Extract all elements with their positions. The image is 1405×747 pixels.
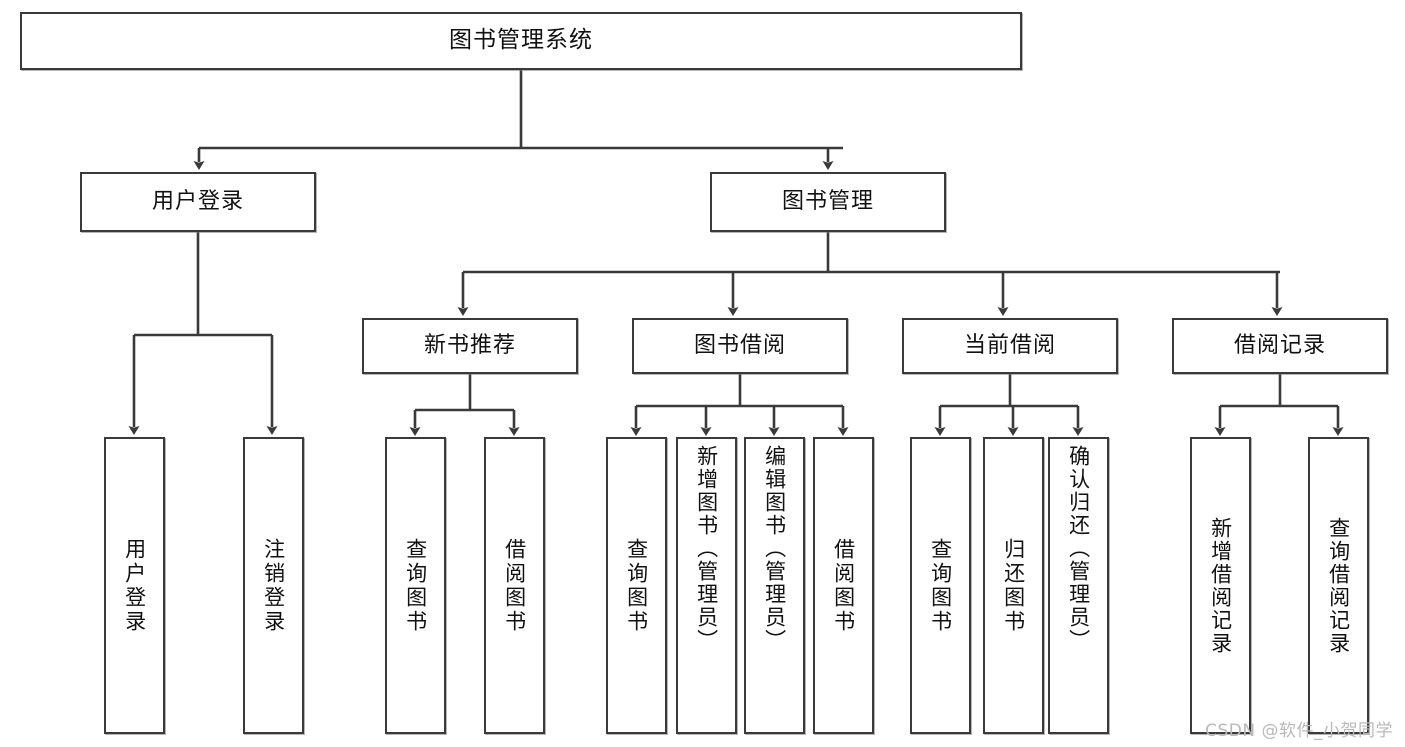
node-borrow-book-rec[interactable]: 借阅图书 — [484, 437, 545, 734]
node-edit-book-admin-label: 编辑图书（管理员） — [762, 445, 787, 652]
node-borrow-book-rec-label: 借阅图书 — [502, 537, 527, 634]
node-new-book-recommend-label: 新书推荐 — [423, 333, 516, 359]
node-add-borrow-record-label: 新增借阅记录 — [1208, 516, 1233, 655]
node-new-book-recommend[interactable]: 新书推荐 — [362, 318, 578, 374]
node-logout-action[interactable]: 注销登录 — [243, 437, 304, 734]
node-user-login-action-label: 用户登录 — [122, 537, 147, 634]
node-borrow-book-borrow[interactable]: 借阅图书 — [813, 437, 874, 734]
node-query-book-rec-label: 查询图书 — [403, 537, 428, 634]
node-query-borrow-record-label: 查询借阅记录 — [1326, 516, 1351, 655]
node-current-borrow[interactable]: 当前借阅 — [902, 318, 1118, 374]
node-add-borrow-record[interactable]: 新增借阅记录 — [1190, 437, 1251, 734]
node-borrow-record[interactable]: 借阅记录 — [1172, 318, 1388, 374]
node-borrow-record-label: 借阅记录 — [1233, 333, 1326, 359]
node-user-login[interactable]: 用户登录 — [80, 172, 316, 232]
node-user-login-label: 用户登录 — [151, 189, 244, 215]
node-return-book-label: 归还图书 — [1001, 537, 1026, 634]
csdn-watermark: CSDN @软件_小贺同学 — [1205, 721, 1393, 741]
node-logout-action-label: 注销登录 — [261, 537, 286, 634]
node-query-book-borrow[interactable]: 查询图书 — [606, 437, 667, 734]
node-add-book-admin-label: 新增图书（管理员） — [694, 445, 719, 652]
node-current-borrow-label: 当前借阅 — [963, 333, 1056, 359]
node-query-borrow-record[interactable]: 查询借阅记录 — [1308, 437, 1369, 734]
node-confirm-return-admin[interactable]: 确认归还（管理员） — [1048, 437, 1109, 734]
node-query-book-current[interactable]: 查询图书 — [910, 437, 971, 734]
node-root[interactable]: 图书管理系统 — [20, 12, 1022, 70]
node-query-book-borrow-label: 查询图书 — [624, 537, 649, 634]
node-user-login-action[interactable]: 用户登录 — [104, 437, 165, 734]
node-book-manage[interactable]: 图书管理 — [710, 172, 946, 232]
node-query-book-rec[interactable]: 查询图书 — [385, 437, 446, 734]
node-query-book-current-label: 查询图书 — [928, 537, 953, 634]
node-confirm-return-admin-label: 确认归还（管理员） — [1066, 445, 1091, 652]
node-book-borrow[interactable]: 图书借阅 — [632, 318, 848, 374]
node-borrow-book-borrow-label: 借阅图书 — [831, 537, 856, 634]
node-book-manage-label: 图书管理 — [781, 189, 874, 215]
node-add-book-admin[interactable]: 新增图书（管理员） — [676, 437, 737, 734]
node-root-label: 图书管理系统 — [449, 27, 593, 54]
node-edit-book-admin[interactable]: 编辑图书（管理员） — [744, 437, 805, 734]
node-return-book[interactable]: 归还图书 — [983, 437, 1044, 734]
node-book-borrow-label: 图书借阅 — [693, 333, 786, 359]
